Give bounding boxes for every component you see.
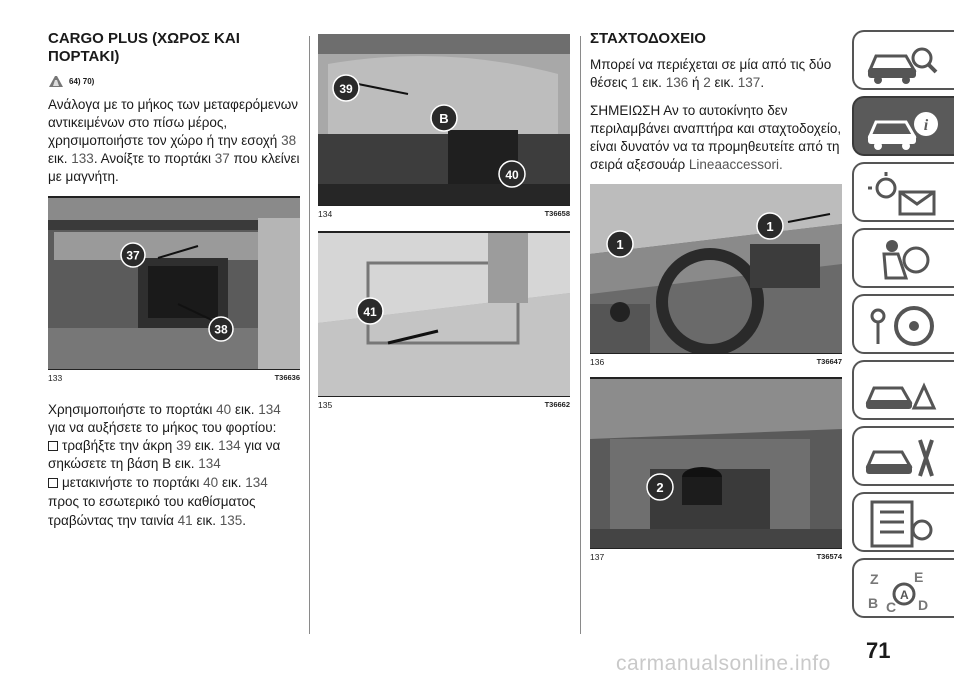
key-steering-icon <box>870 306 934 346</box>
chapter-tabs: i <box>852 30 958 624</box>
paragraph-door-usage: Χρησιμοποιήστε το πορτάκι 40 εικ. 134 γι… <box>48 401 281 435</box>
left-column: CARGO PLUS (ΧΩΡΟΣ ΚΑΙ ΠΟΡΤΑΚΙ) 64) 70) Α… <box>48 30 300 540</box>
warning-ref-text: 64) 70) <box>69 76 95 86</box>
callout-40: 40 <box>498 160 526 188</box>
figure-136-caption: 136 T36647 <box>590 357 842 367</box>
tab-maintenance[interactable] <box>852 426 954 486</box>
checkbox-bullet-icon <box>48 477 58 488</box>
figure-code: T36658 <box>544 209 570 218</box>
svg-text:38: 38 <box>214 322 228 336</box>
warning-hand-icon <box>49 76 63 87</box>
tab-car-search[interactable] <box>852 30 954 90</box>
callout-39: 39 <box>332 74 360 102</box>
figure-134-caption: 134 T36658 <box>318 209 570 219</box>
figure-137-image: 2 <box>590 378 842 549</box>
car-search-icon <box>867 47 938 84</box>
tab-index[interactable]: Z E B C D A <box>852 558 954 618</box>
svg-text:C: C <box>886 599 896 615</box>
section-heading-cargo-plus: CARGO PLUS (ΧΩΡΟΣ ΚΑΙ ΠΟΡΤΑΚΙ) <box>48 30 240 65</box>
svg-text:41: 41 <box>363 305 377 319</box>
warning-lights-icon <box>868 172 936 216</box>
svg-text:D: D <box>918 597 928 613</box>
index-az-icon: Z E B C D A <box>868 569 928 615</box>
figure-137-caption: 137 T36574 <box>590 552 842 562</box>
tab-technical-data[interactable] <box>852 492 954 552</box>
page-number: 71 <box>866 638 891 663</box>
callout-41: 41 <box>356 296 384 325</box>
figure-133-image: 37 38 <box>48 197 300 370</box>
svg-text:Z: Z <box>870 571 879 587</box>
callout-1-upper: 1 <box>756 212 784 240</box>
checkbox-bullet-icon <box>48 440 58 451</box>
figure-code: T36647 <box>816 357 842 366</box>
figure-133-caption: 133 T36636 <box>48 373 300 383</box>
car-warning-icon <box>865 382 937 410</box>
figure-code: T36662 <box>544 399 570 409</box>
column-divider <box>580 36 581 634</box>
middle-column: 39 B 40 134 T36658 41 135 T36662 <box>318 34 570 410</box>
airbag-person-icon <box>882 240 930 280</box>
spec-list-icon <box>870 500 933 548</box>
car-tools-icon <box>865 439 934 477</box>
bullet-step-1: τραβήξτε την άκρη 39 εικ. 134 για να σηκ… <box>48 437 281 471</box>
tab-starting-driving[interactable] <box>852 294 954 354</box>
figure-number: 137 <box>590 551 605 562</box>
svg-text:39: 39 <box>339 82 353 96</box>
figure-number: 135 <box>318 399 333 410</box>
svg-text:B: B <box>868 595 878 611</box>
callout-1-lower: 1 <box>606 230 634 258</box>
column-divider <box>309 36 310 634</box>
tab-warning-lights[interactable] <box>852 162 954 222</box>
figure-code: T36574 <box>816 551 842 561</box>
figure-135-caption: 135 T36662 <box>318 400 570 410</box>
paragraph-note: ΣΗΜΕΙΩΣΗ Αν το αυτοκίνητο δεν περιλαμβάν… <box>590 103 842 172</box>
svg-text:E: E <box>914 569 923 585</box>
svg-text:B: B <box>439 111 448 126</box>
car-info-icon: i <box>867 112 938 150</box>
paragraph-ashtray-positions: Μπορεί να περιέχεται σε μία από τις δύο … <box>590 57 832 90</box>
bullet-step-2: μετακινήστε το πορτάκι 40 εικ. 134 προς … <box>48 474 268 528</box>
warning-reference: 64) 70) <box>48 74 300 88</box>
figure-number: 136 <box>590 357 605 367</box>
figure-135-image: 41 <box>318 232 570 397</box>
tab-emergency[interactable] <box>852 360 954 420</box>
callout-B: B <box>430 104 458 132</box>
figure-136-image: 1 1 <box>590 184 842 354</box>
watermark: carmanualsonline.info <box>616 652 831 675</box>
svg-text:1: 1 <box>766 219 773 234</box>
callout-2: 2 <box>646 472 674 501</box>
svg-text:i: i <box>924 117 929 134</box>
callout-37: 37 <box>120 241 146 268</box>
accessory-link: Lineaaccessori. <box>688 157 783 172</box>
tab-airbag-safety[interactable] <box>852 228 954 288</box>
svg-text:2: 2 <box>656 480 663 495</box>
paragraph-cargo-intro: Ανάλογα με το μήκος των μεταφερόμενων αν… <box>48 97 300 184</box>
svg-text:A: A <box>900 588 909 602</box>
svg-text:40: 40 <box>505 168 519 182</box>
figure-number: 134 <box>318 209 333 219</box>
section-heading-ashtray: ΣΤΑΧΤΟΔΟΧΕΙΟ <box>590 30 706 47</box>
tab-car-info[interactable]: i <box>852 96 954 156</box>
svg-text:37: 37 <box>126 248 140 262</box>
right-column: ΣΤΑΧΤΟΔΟΧΕΙΟ Μπορεί να περιέχεται σε μία… <box>590 30 842 562</box>
callout-38: 38 <box>208 315 234 342</box>
figure-134-image: 39 B 40 <box>318 34 570 206</box>
figure-number: 133 <box>48 372 63 383</box>
figure-code: T36636 <box>274 372 300 382</box>
svg-text:1: 1 <box>616 237 623 252</box>
